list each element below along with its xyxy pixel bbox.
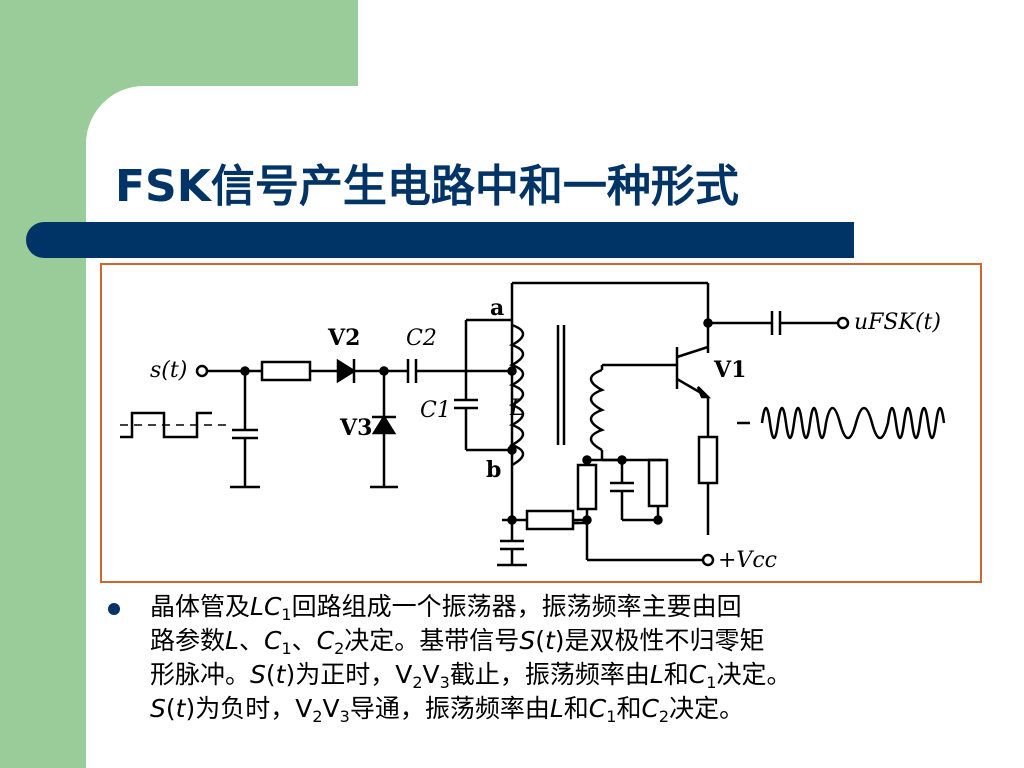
diode-v2 bbox=[336, 358, 357, 384]
label-diode-v2: V2 bbox=[327, 325, 360, 351]
label-output: uFSK(t) bbox=[854, 310, 941, 335]
label-node-a: a bbox=[490, 295, 504, 321]
inductor-l bbox=[508, 323, 525, 467]
diode-v3 bbox=[371, 414, 397, 435]
bullet-line-1: 晶体管及LC1回路组成一个振荡器，振荡频率主要由回 bbox=[150, 592, 742, 624]
bullet-line-4: S(t)为负时，V2V3导通，振荡频率由L和C1和C2决定。 bbox=[150, 694, 745, 726]
input-resistor bbox=[260, 360, 312, 382]
label-cap-c1: C1 bbox=[420, 398, 451, 423]
bullet-point-icon bbox=[108, 603, 120, 615]
label-transistor-v1: V1 bbox=[713, 357, 746, 383]
label-diode-v3: V3 bbox=[339, 415, 372, 441]
output-terminal bbox=[836, 316, 850, 330]
label-cap-c2: C2 bbox=[406, 326, 437, 351]
slide-title: FSK信号产生电路中和一种形式 bbox=[115, 161, 739, 212]
bullet-paragraph: 晶体管及LC1回路组成一个振荡器，振荡频率主要由回 路参数L、C1、C2决定。基… bbox=[150, 590, 1000, 726]
emitter-resistor bbox=[697, 435, 719, 485]
bullet-line-3: 形脉冲。S(t)为正时，V2V3截止，振荡频率由L和C1决定。 bbox=[150, 660, 792, 692]
circuit-diagram: s(t) V2 V3 C2 C1 L a b V1 uFSK(t) +Vcc bbox=[120, 281, 946, 573]
label-node-b: b bbox=[486, 457, 501, 483]
output-fsk-wave bbox=[760, 406, 946, 440]
label-inductor-l: L bbox=[509, 396, 525, 421]
vcc-terminal bbox=[701, 553, 715, 567]
input-terminal bbox=[195, 364, 209, 378]
circuit-wires bbox=[195, 281, 850, 567]
title-underline-bar bbox=[26, 222, 854, 258]
label-input: s(t) bbox=[150, 358, 187, 383]
bias-resistor-2 bbox=[647, 458, 669, 508]
supply-resistor bbox=[525, 509, 575, 531]
secondary-coil bbox=[589, 368, 606, 452]
bullet-line-2: 路参数L、C1、C2决定。基带信号S(t)是双极性不归零矩 bbox=[150, 626, 765, 658]
label-supply: +Vcc bbox=[718, 548, 777, 573]
circuit-figure: s(t) V2 V3 C2 C1 L a b V1 uFSK(t) +Vcc bbox=[100, 263, 982, 583]
bias-resistor-1 bbox=[576, 463, 598, 511]
